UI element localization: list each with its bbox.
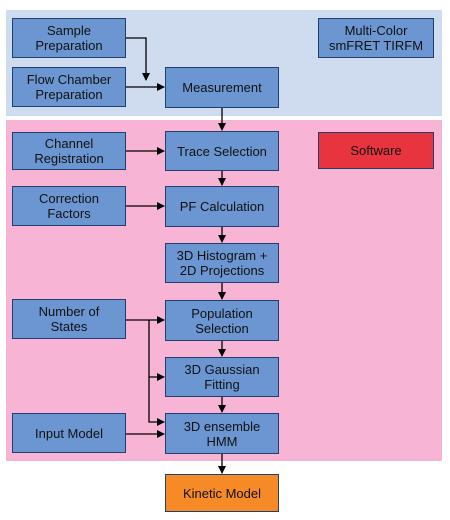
multicolor-smfret-label: Multi-Color smFRET TIRFM: [318, 18, 434, 58]
channel-registration-box: Channel Registration: [12, 132, 126, 170]
measurement-box: Measurement: [165, 67, 279, 108]
arrow-states-to-gaussian: [148, 320, 165, 381]
correction-factors-box: Correction Factors: [12, 186, 126, 226]
population-selection-box: Population Selection: [165, 300, 279, 341]
histogram-projections-box: 3D Histogram + 2D Projections: [165, 243, 279, 283]
trace-selection-box: Trace Selection: [165, 131, 279, 171]
software-panel: [6, 120, 442, 461]
flow-chamber-preparation-box: Flow Chamber Preparation: [12, 67, 126, 107]
number-of-states-box: Number of States: [12, 299, 126, 339]
pf-calculation-box: PF Calculation: [165, 186, 279, 227]
input-model-box: Input Model: [12, 413, 126, 453]
kinetic-model-box: Kinetic Model: [165, 474, 279, 512]
sample-preparation-box: Sample Preparation: [12, 18, 126, 58]
arrow-sample-to-measurement: [126, 37, 150, 81]
software-label: Software: [318, 132, 434, 169]
gaussian-fitting-box: 3D Gaussian Fitting: [165, 357, 279, 397]
ensemble-hmm-box: 3D ensemble HMM: [165, 413, 279, 454]
arrow-states-to-hmm: [148, 377, 165, 426]
